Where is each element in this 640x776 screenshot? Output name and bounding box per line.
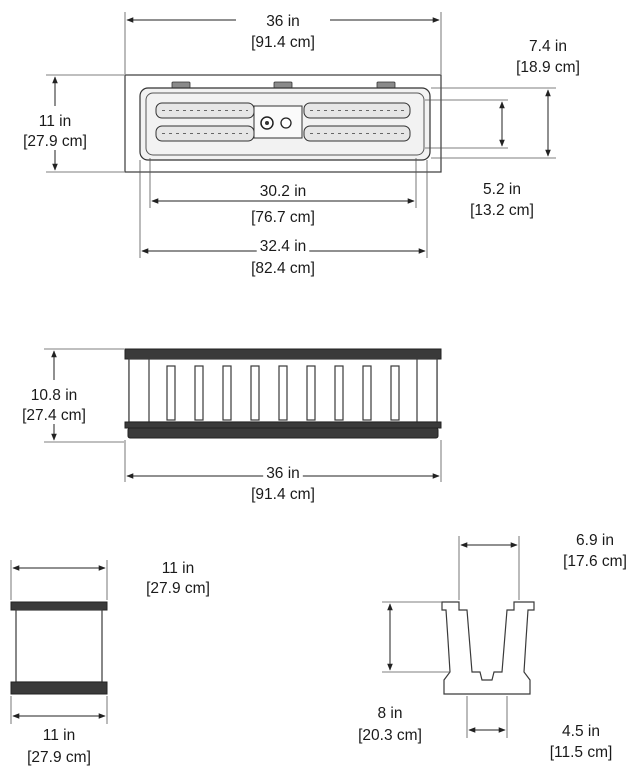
label-backdrop (467, 202, 537, 219)
front-bottom-rail (124, 421, 442, 429)
section-profile (441, 601, 535, 695)
front-height-cm: [27.4 cm] (22, 407, 86, 424)
top-width-cm: [27.9 cm] (23, 133, 87, 150)
front-base (127, 427, 439, 439)
front-top-rail (124, 348, 442, 360)
front-view: 10.8 in [27.4 cm] 36 in [91.4 cm] (19, 348, 442, 503)
front-length-cm: [91.4 cm] (251, 486, 315, 503)
side-base (10, 681, 108, 695)
top-view: 36 in [91.4 cm] 11 in [27.9 cm] 7.4 in [… (20, 12, 583, 277)
outer-depth-in: 7.4 in (529, 38, 567, 55)
label-backdrop (248, 260, 318, 277)
label-backdrop (256, 238, 310, 255)
inner-length-cm: [76.7 cm] (251, 209, 315, 226)
inner-basin-wall (145, 92, 425, 156)
label-backdrop (480, 181, 524, 198)
label-backdrop (374, 705, 406, 722)
slot-right-top (303, 102, 411, 119)
section-bottom-width-in: 4.5 in (562, 723, 600, 740)
fill-hole-icon (280, 117, 292, 129)
label-backdrop (355, 727, 425, 744)
rim-tab-center (273, 81, 293, 89)
label-backdrop (248, 209, 318, 226)
label-backdrop (27, 387, 81, 404)
front-right-post (416, 358, 438, 423)
front-left-post (128, 358, 150, 423)
section-bottom-width-cm: [11.5 cm] (550, 744, 613, 761)
label-backdrop (256, 183, 310, 200)
label-backdrop (35, 113, 75, 130)
side-top-width-in: 11 in (162, 560, 194, 577)
section-height-cm: [20.3 cm] (358, 727, 422, 744)
side-top-width-cm: [27.9 cm] (146, 580, 210, 597)
side-bottom-width-in: 11 in (43, 727, 75, 744)
label-backdrop (19, 407, 89, 424)
label-backdrop (39, 727, 79, 744)
top-width-in: 11 in (39, 113, 71, 130)
side-body (15, 609, 103, 683)
rim-tab-left (171, 81, 191, 89)
label-backdrop (158, 560, 198, 577)
label-backdrop (546, 744, 616, 761)
label-backdrop (248, 486, 318, 503)
side-bottom-width-cm: [27.9 cm] (27, 749, 91, 766)
label-backdrop (248, 34, 318, 51)
label-backdrop (560, 553, 630, 570)
inner-length-in: 30.2 in (260, 183, 307, 200)
label-backdrop (573, 532, 617, 549)
label-backdrop (263, 465, 303, 482)
side-view: 11 in [27.9 cm] 11 in [27.9 cm] (10, 560, 213, 766)
label-backdrop (263, 13, 303, 30)
top-length-in: 36 in (266, 13, 300, 30)
label-backdrop (20, 133, 90, 150)
section-top-width-in: 6.9 in (576, 532, 614, 549)
label-backdrop (526, 38, 570, 55)
side-top-rail (10, 601, 108, 611)
slot-right-bottom (303, 125, 411, 142)
front-length-in: 36 in (266, 465, 300, 482)
section-top-width-cm: [17.6 cm] (563, 553, 627, 570)
opening-length-cm: [82.4 cm] (251, 260, 315, 277)
label-backdrop (513, 59, 583, 76)
top-length-cm: [91.4 cm] (251, 34, 315, 51)
front-height-in: 10.8 in (31, 387, 78, 404)
outer-depth-cm: [18.9 cm] (516, 59, 580, 76)
section-height-in: 8 in (378, 705, 403, 722)
inner-depth-in: 5.2 in (483, 181, 521, 198)
rim-tab-right (376, 81, 396, 89)
label-backdrop (559, 723, 603, 740)
label-backdrop (143, 580, 213, 597)
label-backdrop (24, 749, 94, 766)
front-slats (166, 365, 400, 421)
opening-length-in: 32.4 in (260, 238, 307, 255)
inner-depth-cm: [13.2 cm] (470, 202, 534, 219)
section-view: 6.9 in [17.6 cm] 8 in [20.3 cm] 4.5 in [… (355, 532, 630, 761)
